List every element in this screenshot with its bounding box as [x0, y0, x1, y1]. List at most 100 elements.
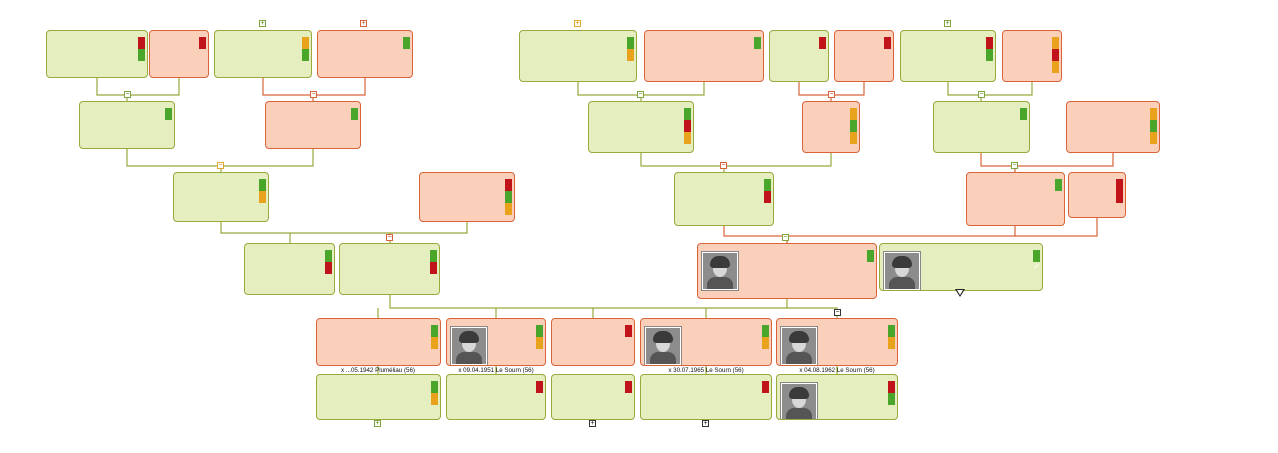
person-card-malarde-jeanne[interactable] — [640, 318, 772, 366]
expand-toggle-icon[interactable]: + — [360, 20, 367, 27]
status-bar-orange — [888, 337, 895, 349]
expand-toggle-icon[interactable]: + — [374, 420, 381, 427]
status-bar-orange — [505, 203, 512, 215]
descendants-triangle-icon[interactable] — [955, 289, 965, 297]
person-details — [677, 176, 763, 223]
verified-check-icon: ✓ — [1033, 262, 1040, 271]
connector-line — [723, 226, 788, 243]
status-bar-green — [867, 250, 874, 262]
person-card-bedard-jean[interactable] — [640, 374, 772, 420]
connector-line — [221, 149, 314, 167]
status-bar-red — [430, 262, 437, 274]
status-bar-red — [199, 37, 206, 49]
person-card-malarde-pierre[interactable] — [46, 30, 148, 78]
person-card-lucas-antoine[interactable] — [316, 374, 441, 420]
collapse-toggle-icon[interactable]: − — [834, 309, 841, 316]
person-details — [342, 247, 429, 292]
person-card-letilly-marielouise[interactable] — [1068, 172, 1126, 218]
person-card-malarde-rene[interactable] — [173, 172, 269, 222]
status-bar-red — [888, 381, 895, 393]
collapse-toggle-icon[interactable]: − — [124, 91, 131, 98]
person-details — [1071, 176, 1115, 215]
person-card-letilly-jacquette[interactable] — [966, 172, 1065, 226]
person-card-letilly-louis-b[interactable] — [933, 101, 1030, 153]
person-details — [819, 378, 887, 417]
expand-toggle-icon[interactable]: + — [702, 420, 709, 427]
connector-line — [787, 226, 1016, 237]
status-bar-green — [762, 325, 769, 337]
person-card-quillere-marie[interactable] — [265, 101, 361, 149]
status-bar-orange — [762, 337, 769, 349]
expand-toggle-icon[interactable]: + — [589, 420, 596, 427]
person-card-peuron-annececile[interactable] — [802, 101, 860, 153]
status-bar-red — [884, 37, 891, 49]
person-card-hillion-mathurin-a[interactable] — [588, 101, 694, 153]
status-bar-green — [403, 37, 410, 49]
person-card-quillere-bernard[interactable] — [776, 374, 898, 420]
person-details — [837, 34, 883, 79]
person-card-malarde-julien[interactable] — [79, 101, 175, 149]
status-bar-green — [536, 325, 543, 337]
expand-toggle-icon[interactable]: + — [944, 20, 951, 27]
collapse-toggle-icon[interactable]: − — [720, 162, 727, 169]
person-details — [268, 105, 350, 146]
person-card-lehir-allanette[interactable] — [149, 30, 209, 78]
status-bar-green — [431, 325, 438, 337]
expand-toggle-icon[interactable]: + — [574, 20, 581, 27]
status-bar-green — [1055, 179, 1062, 191]
status-bar-orange — [850, 132, 857, 144]
collapse-toggle-icon[interactable]: − — [828, 91, 835, 98]
status-bar-green — [351, 108, 358, 120]
collapse-toggle-icon[interactable]: − — [217, 162, 224, 169]
person-card-legovic-marie[interactable] — [317, 30, 413, 78]
person-card-peuron-joseph[interactable] — [769, 30, 829, 82]
status-bar-green — [165, 108, 172, 120]
person-card-malarde-mathurine[interactable] — [316, 318, 441, 366]
person-details — [922, 247, 1032, 288]
collapse-toggle-icon[interactable]: − — [386, 234, 393, 241]
person-details — [522, 34, 626, 79]
marriage-label: x 30.07.1965 Le Sourn (56) — [668, 367, 744, 374]
person-card-malarde-renemarie[interactable] — [339, 243, 440, 295]
expand-toggle-icon[interactable]: + — [259, 20, 266, 27]
person-card-cabedoce-louis[interactable] — [551, 374, 635, 420]
collapse-toggle-icon[interactable]: − — [637, 91, 644, 98]
portrait-photo — [702, 252, 738, 290]
status-bar-orange — [1150, 108, 1157, 120]
portrait-photo — [781, 327, 817, 365]
connector-line — [831, 82, 865, 96]
portrait-photo — [645, 327, 681, 365]
status-bar-red — [625, 381, 632, 393]
person-card-lejeloux-pierre[interactable] — [446, 374, 546, 420]
person-details — [422, 176, 504, 219]
connector-line — [798, 82, 832, 101]
person-card-keriel-marieanne[interactable] — [644, 30, 764, 82]
status-bar-red — [819, 37, 826, 49]
status-bar-red — [762, 381, 769, 393]
person-card-quillere-francois[interactable] — [214, 30, 312, 78]
person-card-hillion-julien-a[interactable] — [519, 30, 637, 82]
status-bar-red — [138, 37, 145, 49]
person-card-letilly-louis-a[interactable] — [900, 30, 996, 82]
person-card-letexier-yvonne[interactable] — [1002, 30, 1062, 82]
person-card-malarde-marcelline[interactable] — [776, 318, 898, 366]
collapse-toggle-icon[interactable]: − — [310, 91, 317, 98]
person-card-malarde-germaine[interactable] — [551, 318, 635, 366]
person-card-hillion-marielouise[interactable] — [697, 243, 877, 299]
person-card-malarde-joseph[interactable] — [244, 243, 335, 295]
collapse-toggle-icon[interactable]: − — [1011, 162, 1018, 169]
status-bar-red — [1116, 191, 1123, 203]
person-details — [554, 378, 624, 417]
collapse-toggle-icon[interactable]: − — [978, 91, 985, 98]
person-card-hillion-julien-b[interactable]: ✓ — [879, 243, 1043, 291]
person-card-lescanff-mariejeanne[interactable] — [1066, 101, 1160, 153]
status-bar-green — [986, 49, 993, 61]
person-card-malarde-albertine[interactable] — [446, 318, 546, 366]
collapse-toggle-icon[interactable]: − — [782, 234, 789, 241]
person-details — [554, 322, 624, 363]
person-card-hillion-mathurin-b[interactable] — [674, 172, 774, 226]
person-card-lemarec-yvonne[interactable] — [419, 172, 515, 222]
person-details — [591, 105, 683, 150]
person-card-allanic-marguerite[interactable] — [834, 30, 894, 82]
